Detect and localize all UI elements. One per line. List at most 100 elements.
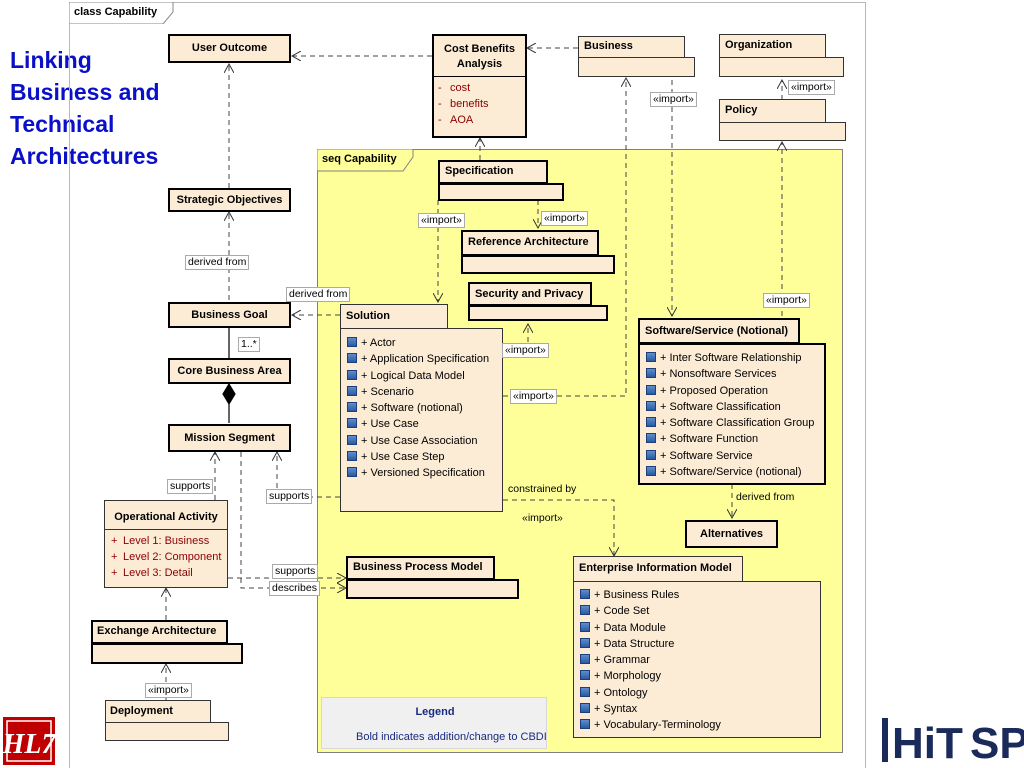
operation-text: + Nonsoftware Services (660, 368, 777, 381)
operation-row: + Business Rules (580, 587, 820, 603)
operation-text: + Data Module (594, 621, 666, 634)
business-goal-box[interactable]: Business Goal (168, 302, 291, 328)
import-label: «import» (650, 92, 697, 107)
hl7-logo: HL7 (3, 717, 55, 765)
software-service-body[interactable]: + Inter Software Relationship + Nonsoftw… (638, 343, 826, 485)
operation-row: + Use Case (347, 416, 502, 432)
describes-label: describes (269, 581, 320, 596)
operation-text: + Use Case (361, 418, 419, 431)
core-business-area-box[interactable]: Core Business Area (168, 358, 291, 384)
user-outcome-box[interactable]: User Outcome (168, 34, 291, 63)
import-label: «import» (788, 80, 835, 95)
operation-icon (580, 654, 590, 665)
operational-activity-attrs: +Level 1: Business +Level 2: Component +… (105, 530, 227, 581)
business-process-model-tab[interactable]: Business Process Model (346, 556, 495, 580)
operation-text: + Morphology (594, 670, 661, 683)
operation-row: + Ontology (580, 685, 820, 701)
operation-icon (646, 384, 656, 395)
alternatives-box[interactable]: Alternatives (685, 520, 778, 548)
slide-title: Linking Business and Technical Architect… (10, 44, 175, 172)
operation-row: + Grammar (580, 652, 820, 668)
operation-row: + Morphology (580, 668, 820, 684)
deployment-package-body[interactable] (105, 722, 229, 741)
cost-benefits-title: Cost Benefits Analysis (434, 36, 525, 77)
attr-text: AOA (450, 114, 474, 126)
operation-icon (347, 434, 357, 445)
attr-row: +Level 3: Detail (111, 567, 193, 579)
cost-benefits-box[interactable]: Cost Benefits Analysis -cost -benefits -… (432, 34, 527, 138)
policy-package-tab[interactable]: Policy (719, 99, 826, 123)
deployment-package-tab[interactable]: Deployment (105, 700, 211, 723)
slide-title-line: Architectures (10, 143, 159, 169)
attr-text: Level 3: Detail (123, 567, 193, 579)
slide-title-line: Technical (10, 111, 115, 137)
operation-text: + Use Case Association (361, 434, 478, 447)
operation-row: + Application Specification (347, 351, 502, 367)
enterprise-info-model-tab[interactable]: Enterprise Information Model (573, 556, 743, 582)
attr-row: +Level 1: Business (111, 535, 210, 547)
reference-architecture-title: Reference Architecture (468, 236, 589, 248)
diagram-frame (69, 2, 866, 768)
operation-icon (646, 417, 656, 428)
exchange-architecture-tab[interactable]: Exchange Architecture (91, 620, 228, 644)
supports-label: supports (167, 479, 214, 494)
operation-text: + Code Set (594, 605, 650, 618)
operation-icon (580, 719, 590, 730)
solution-body[interactable]: + Actor + Application Specification + Lo… (340, 328, 503, 512)
organization-package-tab[interactable]: Organization (719, 34, 826, 58)
exchange-architecture-body[interactable] (91, 643, 243, 664)
derived-from-label: derived from (286, 287, 351, 302)
operation-row: + Vocabulary-Terminology (580, 717, 820, 733)
attr-row: -AOA (438, 114, 474, 126)
operation-text: + Scenario (361, 385, 414, 398)
operation-row: + Software Classification Group (646, 415, 824, 431)
cost-benefits-attrs: -cost -benefits -AOA (434, 77, 525, 128)
mission-segment-title: Mission Segment (184, 432, 275, 444)
security-privacy-tab[interactable]: Security and Privacy (468, 282, 592, 306)
business-process-model-body[interactable] (346, 579, 519, 599)
operational-activity-box[interactable]: Operational Activity +Level 1: Business … (104, 500, 228, 588)
reference-architecture-body[interactable] (461, 255, 615, 274)
operational-activity-title: Operational Activity (105, 501, 227, 530)
operation-text: + Software Classification (660, 400, 781, 413)
operation-icon (580, 589, 590, 599)
software-service-title: Software/Service (Notional) (645, 325, 789, 337)
organization-package-body[interactable] (719, 57, 844, 77)
exchange-architecture-title: Exchange Architecture (97, 625, 217, 637)
import-label: «import» (145, 683, 192, 698)
security-privacy-body[interactable] (468, 305, 608, 321)
operation-text: + Proposed Operation (660, 384, 768, 397)
operation-icon (580, 686, 590, 697)
specification-body[interactable] (438, 183, 564, 201)
mission-segment-box[interactable]: Mission Segment (168, 424, 291, 452)
business-package-body[interactable] (578, 57, 695, 77)
operation-row: + Software (notional) (347, 400, 502, 416)
operation-icon (646, 368, 656, 379)
specification-tab[interactable]: Specification (438, 160, 548, 184)
enterprise-info-model-body[interactable]: + Business Rules + Code Set + Data Modul… (573, 581, 821, 738)
software-service-tab[interactable]: Software/Service (Notional) (638, 318, 800, 344)
hitsp-logo: HiT SP (882, 718, 1024, 768)
hl7-logo-text: HL7 (3, 729, 55, 760)
slide-title-line: Linking (10, 47, 92, 73)
operation-text: + Grammar (594, 654, 650, 667)
operation-text: + Actor (361, 337, 396, 349)
reference-architecture-tab[interactable]: Reference Architecture (461, 230, 599, 256)
operation-text: + Data Structure (594, 637, 675, 650)
attr-text: Level 2: Component (123, 551, 222, 563)
operation-text: + Versioned Specification (361, 467, 485, 480)
import-label: «import» (502, 343, 549, 358)
business-package-tab[interactable]: Business (578, 36, 685, 58)
operation-text: + Software/Service (notional) (660, 466, 802, 479)
seq-label: seq Capability (322, 153, 397, 165)
hitsp-logo-sp: SP (970, 719, 1024, 768)
supports-label: supports (266, 489, 313, 504)
strategic-objectives-box[interactable]: Strategic Objectives (168, 188, 291, 212)
policy-package-body[interactable] (719, 122, 846, 141)
operation-text: + Software (notional) (361, 402, 463, 415)
operation-icon (580, 637, 590, 648)
solution-tab[interactable]: Solution (340, 304, 448, 329)
legend-text: Bold indicates addition/change to CBDI (356, 731, 547, 743)
specification-title: Specification (445, 165, 514, 177)
attr-row: -cost (438, 82, 471, 94)
